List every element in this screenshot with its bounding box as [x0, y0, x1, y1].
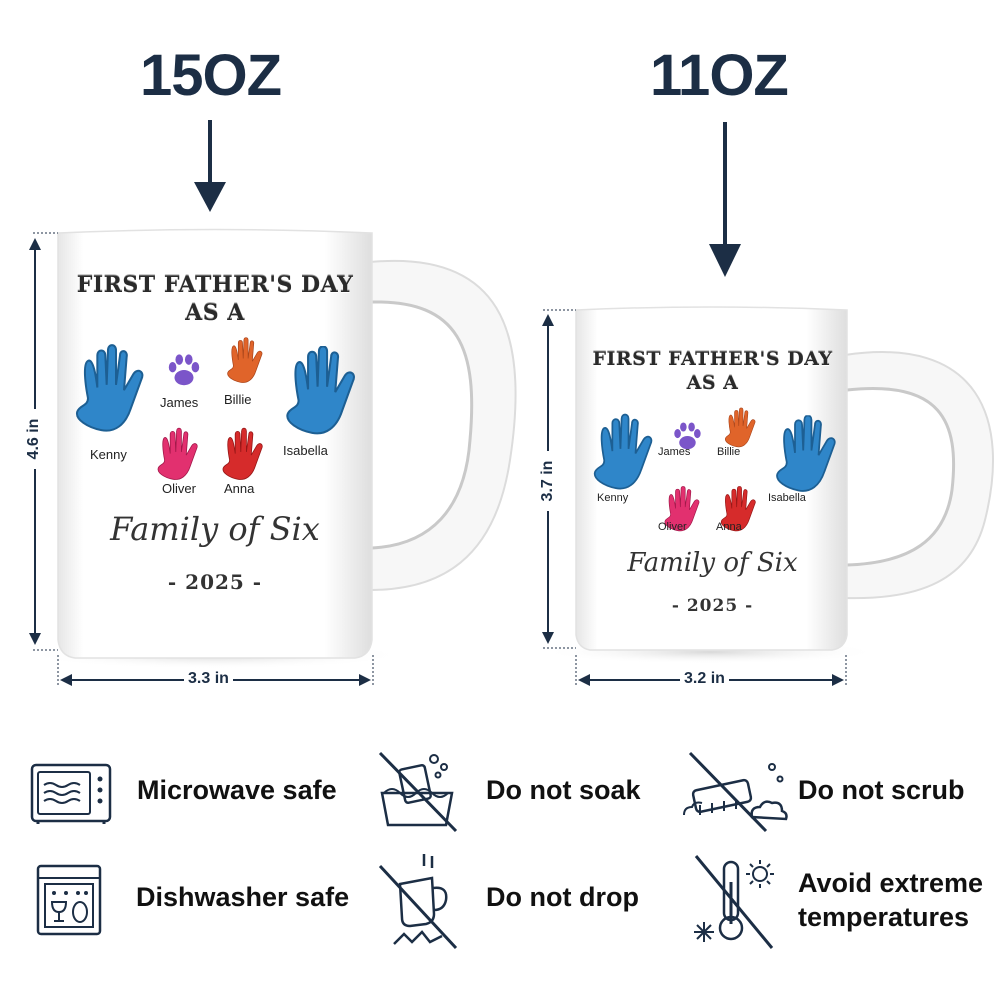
care-label-no-soak: Do not soak	[486, 775, 641, 805]
width-label-15oz: 3.3 in	[184, 670, 233, 688]
no-soak-icon	[378, 751, 458, 833]
microwave-icon	[30, 763, 112, 824]
dimension-lines-15oz	[29, 232, 374, 686]
no-scrub-icon	[683, 751, 788, 833]
name-isabella: Isabella	[768, 492, 806, 504]
name-oliver: Oliver	[658, 521, 687, 533]
mug-title-line2: AS A	[185, 300, 245, 326]
script-family-text: Family of Six	[110, 510, 320, 548]
mug-title-line1: FIRST FATHER'S DAY	[592, 348, 833, 370]
dishwasher-icon	[36, 864, 102, 936]
down-arrow-icon	[194, 120, 226, 212]
care-label-microwave: Microwave safe	[137, 775, 337, 805]
year-text: - 2025 -	[671, 596, 754, 616]
width-label-11oz: 3.2 in	[680, 670, 729, 688]
name-anna: Anna	[716, 521, 742, 533]
name-anna: Anna	[224, 481, 255, 496]
name-james: James	[160, 395, 199, 410]
name-oliver: Oliver	[162, 481, 196, 496]
dimension-lines-11oz	[542, 309, 847, 686]
name-billie: Billie	[717, 446, 741, 458]
height-label-15oz: 4.6 in	[25, 409, 43, 469]
year-text: - 2025 -	[167, 570, 263, 594]
mug-title-line2: AS A	[686, 372, 739, 394]
mug-title-line1: FIRST FATHER'S DAY	[76, 272, 354, 298]
care-instructions: Microwave safe Do not soak Do not scrub	[0, 740, 1000, 980]
mug-body	[540, 306, 995, 664]
size-label-15oz: 15OZ	[140, 43, 282, 108]
name-kenny: Kenny	[90, 447, 127, 462]
height-label-11oz: 3.7 in	[539, 451, 557, 511]
mug-body	[25, 228, 517, 669]
care-label-no-drop: Do not drop	[486, 882, 639, 912]
name-isabella: Isabella	[283, 443, 328, 458]
name-billie: Billie	[224, 392, 252, 407]
size-label-11oz: 11OZ	[650, 43, 789, 108]
care-label-no-scrub: Do not scrub	[798, 775, 965, 805]
mug-15oz: FIRST FATHER'S DAY AS A Kenny James Bill…	[0, 0, 540, 700]
name-james: James	[658, 446, 691, 458]
script-family-text: Family of Six	[627, 548, 798, 578]
avoid-temperature-icon	[694, 855, 774, 949]
down-arrow-icon	[709, 122, 741, 277]
care-label-avoid-temperatures: Avoid extreme temperatures	[798, 868, 984, 932]
name-kenny: Kenny	[597, 492, 629, 504]
mug-11oz: FIRST FATHER'S DAY AS A Kenny James Bill…	[540, 280, 1000, 700]
care-label-dishwasher: Dishwasher safe	[136, 882, 350, 912]
no-drop-icon	[378, 854, 458, 950]
